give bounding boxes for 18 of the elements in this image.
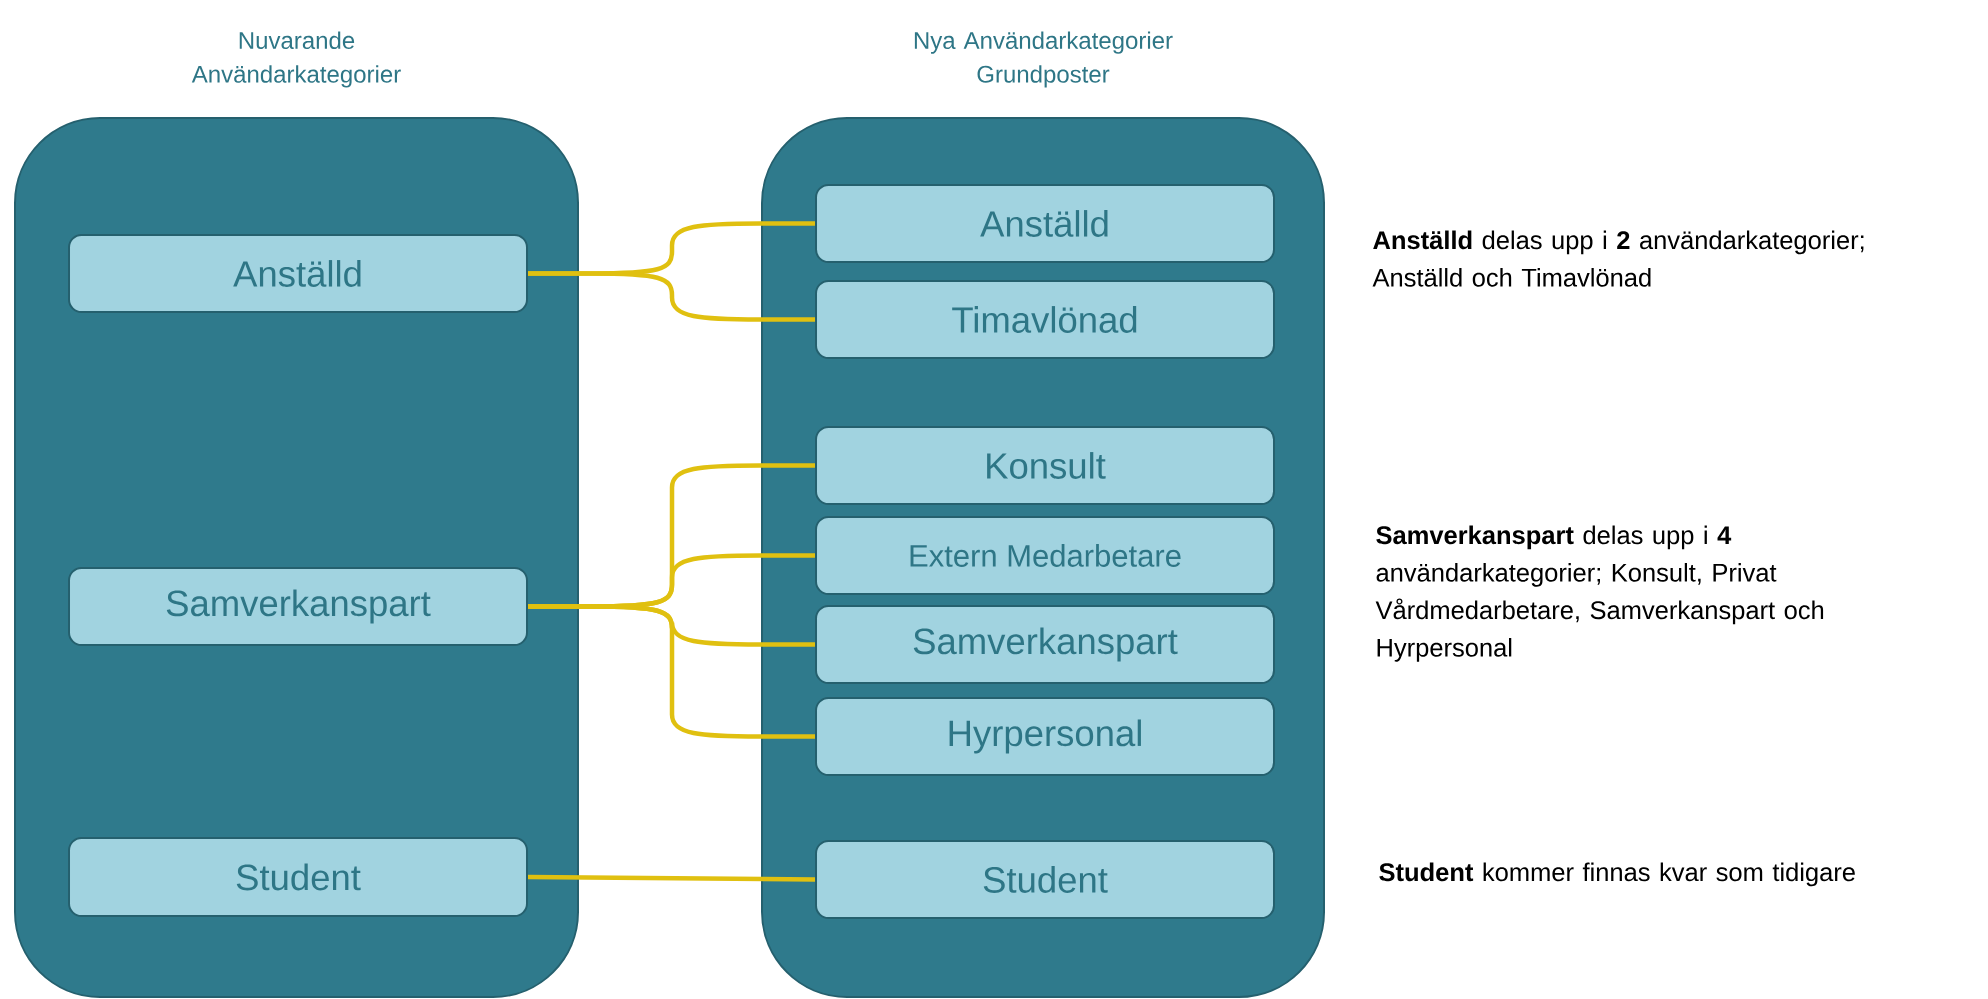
category-box: Samverkanspart bbox=[68, 567, 528, 646]
connector-line bbox=[528, 271, 815, 322]
connector-line bbox=[528, 604, 815, 739]
category-box: Student bbox=[68, 837, 528, 917]
category-box: Konsult bbox=[815, 426, 1275, 505]
connector-line bbox=[528, 874, 816, 882]
category-box: Extern Medarbetare bbox=[815, 516, 1275, 595]
note-text: Anställd delas upp i 2 användarkategorier; Anställd och Timavlönad bbox=[1372, 230, 1864, 287]
category-box: Timavlönad bbox=[815, 280, 1275, 359]
node-label: Nuvarande Användarkategorier bbox=[191, 31, 401, 88]
category-box: Student bbox=[815, 840, 1275, 919]
category-box: Anställd bbox=[68, 234, 528, 313]
note-text: Student kommer finnas kvar som tidigare bbox=[1379, 862, 1855, 887]
note-text: Samverkanspart delas upp i 4 användarkategorier; Konsult, Privat Vårdmedarbetare, Samverkanspart och Hyrpersonal bbox=[1375, 525, 1824, 662]
category-box: Anställd bbox=[815, 184, 1275, 263]
node-label: Nya Användarkategorier Grundposter bbox=[914, 31, 1173, 88]
category-box: Samverkanspart bbox=[815, 605, 1275, 684]
category-box: Hyrpersonal bbox=[815, 697, 1275, 776]
